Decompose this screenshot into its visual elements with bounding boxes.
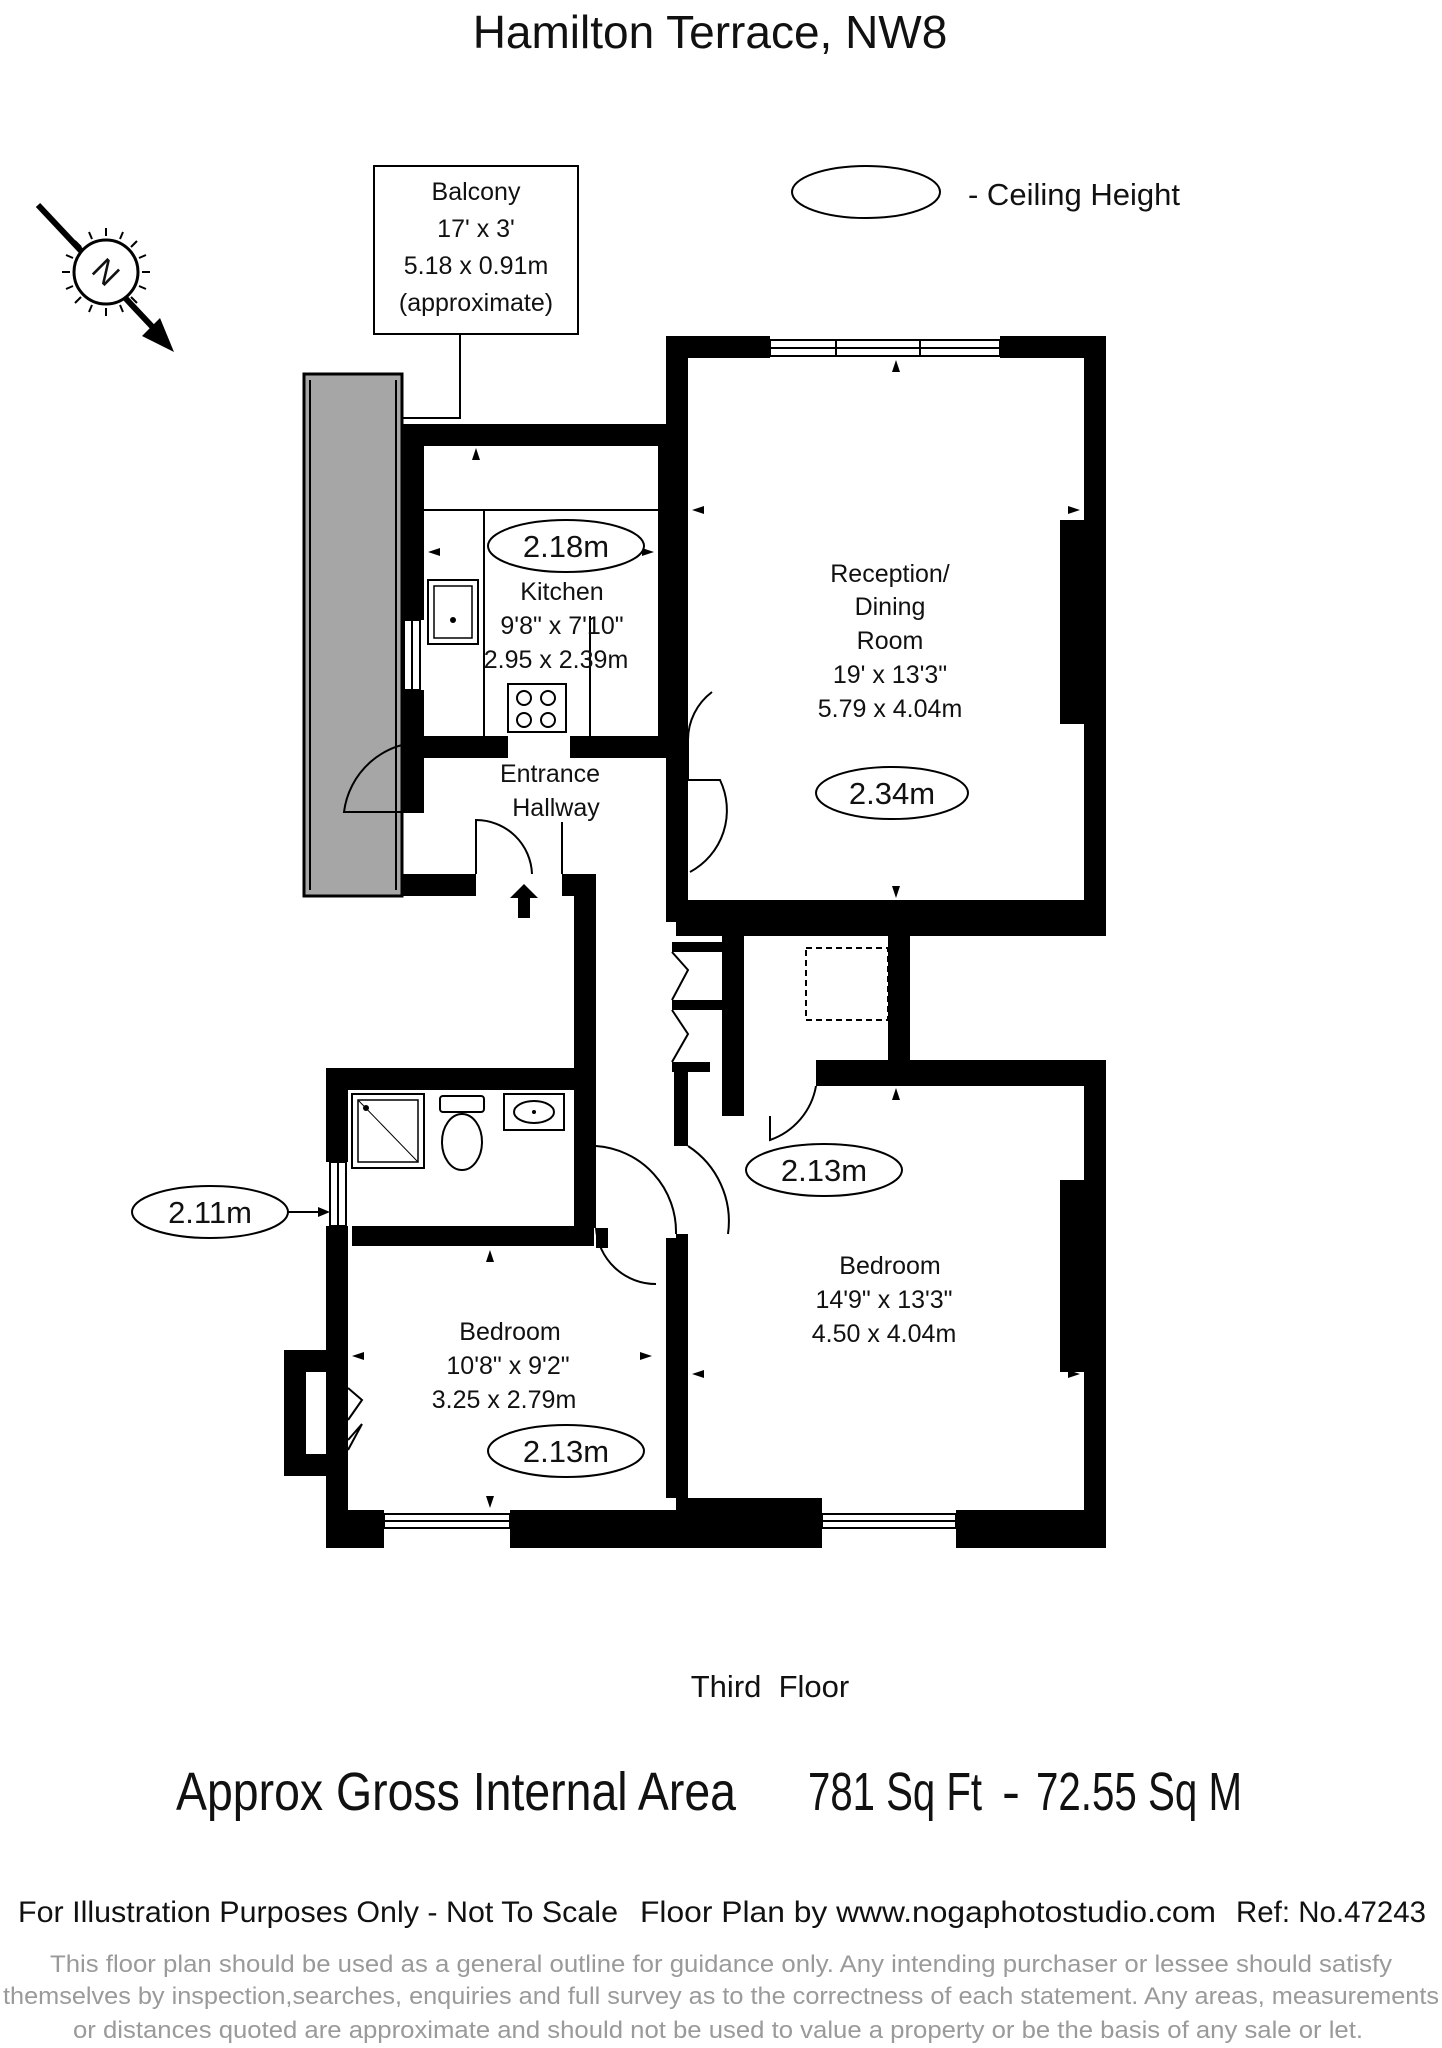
- ceiling-height-legend-label: - Ceiling Height: [968, 177, 1180, 212]
- bedroom1-ceiling-height: 2.13m: [781, 1153, 867, 1188]
- area-separator: -: [1002, 1762, 1020, 1822]
- bedroom1-metric: 4.50 x 4.04m: [812, 1320, 957, 1348]
- measurement-markers: [352, 360, 1080, 1508]
- entrance-arrow-icon: [510, 884, 538, 918]
- shower-tray-icon: [351, 1093, 425, 1169]
- balcony-name: Balcony: [432, 178, 521, 206]
- area-label: Approx Gross Internal Area: [176, 1762, 737, 1822]
- bedroom1-imperial: 14'9" x 13'3": [815, 1286, 952, 1314]
- bedroom2-ceiling-height: 2.13m: [523, 1434, 609, 1469]
- toilet-icon: [439, 1095, 485, 1171]
- reception-metric: 5.79 x 4.04m: [818, 695, 963, 723]
- hallway-name-line2: Hallway: [512, 794, 600, 822]
- kitchen-counter: [424, 509, 658, 736]
- doors: [342, 691, 817, 1451]
- balcony-imperial: 17' x 3': [437, 215, 515, 243]
- disclaimer-line3: or distances quoted are approximate and …: [73, 2017, 1363, 2044]
- balcony-note: (approximate): [399, 289, 553, 317]
- hob-icon: [507, 683, 567, 733]
- balcony: [302, 372, 404, 898]
- hallway-name-line1: Entrance: [500, 760, 600, 788]
- windows: [329, 339, 1001, 1529]
- kitchen-name: Kitchen: [520, 578, 603, 606]
- bathroom-leader-arrow: [318, 1207, 330, 1217]
- kitchen-metric: 2.95 x 2.39m: [484, 646, 629, 674]
- bedroom1-name: Bedroom: [839, 1252, 940, 1280]
- footer-ref: Ref: No.47243: [1236, 1896, 1426, 1929]
- disclaimer-line1: This floor plan should be used as a gene…: [50, 1951, 1392, 1978]
- compass-icon: N: [35, 202, 174, 352]
- bedroom2-metric: 3.25 x 2.79m: [432, 1386, 577, 1414]
- bedroom2-name: Bedroom: [459, 1318, 560, 1346]
- basin-icon: [503, 1093, 565, 1131]
- area-sqft: 781 Sq Ft: [808, 1762, 982, 1822]
- balcony-label-box: [373, 165, 579, 335]
- bedroom2-ceiling-oval: [487, 1424, 645, 1478]
- reception-name-line1: Reception/: [830, 560, 950, 588]
- footer-illustration-note: For Illustration Purposes Only - Not To …: [18, 1896, 618, 1929]
- bedroom1-ceiling-oval: [745, 1143, 903, 1197]
- footer-credit: Floor Plan by www.nogaphotostudio.com: [640, 1896, 1216, 1929]
- kitchen-imperial: 9'8" x 7'10": [500, 612, 623, 640]
- bathroom-ceiling-height: 2.11m: [168, 1195, 252, 1230]
- reception-ceiling-oval: [815, 766, 969, 820]
- ceiling-height-legend-oval: [791, 165, 941, 219]
- disclaimer-line2: themselves by inspection,searches, enqui…: [3, 1983, 1439, 2010]
- reception-name-line2: Dining: [855, 593, 926, 621]
- bedroom2-imperial: 10'8" x 9'2": [446, 1352, 569, 1380]
- sink-icon: [427, 579, 479, 645]
- balcony-metric: 5.18 x 0.91m: [404, 252, 549, 280]
- area-sqm: 72.55 Sq M: [1036, 1762, 1242, 1822]
- walls: [284, 336, 1106, 1548]
- skylight: [805, 947, 889, 1021]
- floor-label: Third Floor: [691, 1669, 849, 1704]
- reception-imperial: 19' x 13'3": [833, 661, 947, 689]
- plan-title: Hamilton Terrace, NW8: [473, 6, 948, 58]
- kitchen-ceiling-oval: [487, 519, 645, 573]
- kitchen-ceiling-height: 2.18m: [523, 529, 609, 564]
- reception-name-line3: Room: [857, 627, 924, 655]
- reception-ceiling-height: 2.34m: [849, 776, 935, 811]
